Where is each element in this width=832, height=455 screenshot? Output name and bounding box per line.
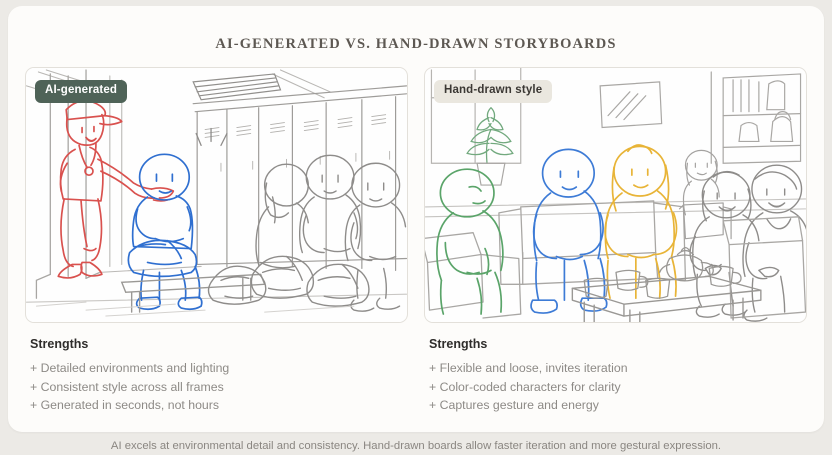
panel-columns: AI-generated bbox=[25, 67, 807, 415]
strengths-list-hand-drawn: + Flexible and loose, invites iteration … bbox=[429, 359, 807, 415]
hand-drawn-storyboard-illustration bbox=[425, 68, 806, 322]
column-ai-generated: AI-generated bbox=[25, 67, 408, 415]
strength-item: + Generated in seconds, not hours bbox=[30, 398, 220, 413]
strengths-heading-hand-drawn: Strengths bbox=[429, 337, 488, 351]
panel-badge-ai: AI-generated bbox=[35, 80, 128, 103]
column-hand-drawn: Hand-drawn style bbox=[424, 67, 807, 415]
strengths-heading-ai: Strengths bbox=[30, 337, 89, 351]
storyboard-panel-ai[interactable]: AI-generated bbox=[25, 67, 408, 323]
strength-item: + Detailed environments and lighting bbox=[30, 361, 230, 375]
footer-caption: AI excels at environmental detail and co… bbox=[110, 440, 722, 452]
storyboard-panel-hand-drawn[interactable]: Hand-drawn style bbox=[424, 67, 807, 323]
page-title: AI-generated vs. hand-drawn storyboards bbox=[215, 36, 617, 52]
strength-item: + Consistent style across all frames bbox=[30, 379, 224, 394]
comparison-card: AI-generated vs. hand-drawn storyboards … bbox=[8, 6, 824, 432]
strength-item: + Captures gesture and energy bbox=[429, 398, 599, 413]
strengths-list-ai: + Detailed environments and lighting + C… bbox=[30, 359, 408, 415]
strength-item: + Color-coded characters for clarity bbox=[429, 379, 621, 394]
ai-storyboard-illustration bbox=[26, 68, 407, 322]
strength-item: + Flexible and loose, invites iteration bbox=[429, 361, 628, 375]
panel-badge-hand-drawn: Hand-drawn style bbox=[434, 80, 553, 103]
